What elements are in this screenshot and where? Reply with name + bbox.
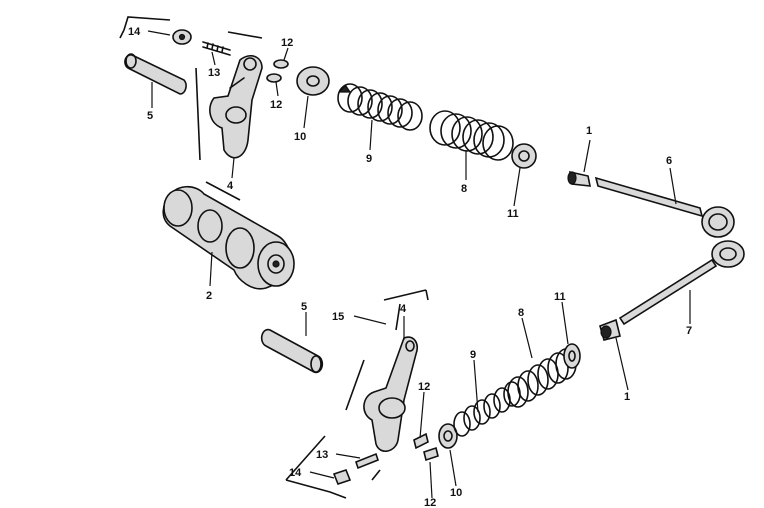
part-11-spring-seat-upper — [511, 143, 537, 169]
callout-5-lower: 5 — [301, 301, 307, 313]
callout-9-upper: 9 — [366, 153, 372, 165]
part-1-valve-seal-upper — [567, 170, 591, 187]
part-6-intake-valve — [594, 176, 735, 238]
callout-11-upper: 11 — [507, 208, 519, 220]
callout-1-lower: 1 — [624, 391, 630, 403]
part-12-valve-cotters-upper — [266, 59, 289, 83]
callout-7: 7 — [686, 325, 692, 337]
callout-12-lower-b: 12 — [424, 497, 436, 508]
part-12-valve-cotters-lower — [413, 432, 439, 462]
leader-lines — [147, 30, 691, 499]
callout-10-lower: 10 — [450, 487, 462, 499]
callout-14-upper: 14 — [128, 26, 141, 38]
callout-8-lower: 8 — [518, 307, 524, 319]
part-4-rocker-arm-lower — [363, 336, 419, 452]
callout-12-upper-b: 12 — [270, 99, 282, 111]
callout-5-upper: 5 — [147, 110, 153, 122]
part-8-outer-spring-upper — [429, 110, 514, 161]
part-2-camshaft — [162, 185, 295, 290]
callout-14-lower: 14 — [289, 467, 302, 479]
part-13-adjust-screw-lower — [355, 452, 379, 470]
part-9-inner-spring-upper — [337, 83, 423, 131]
part-14-adjust-nut-lower — [332, 469, 352, 485]
callout-4-upper: 4 — [227, 180, 234, 192]
lower-bracket — [285, 289, 429, 499]
part-5-rocker-shaft-lower — [260, 328, 324, 374]
callout-12-lower-a: 12 — [418, 381, 430, 393]
upper-bracket — [119, 16, 263, 201]
part-1-valve-seal-lower — [599, 318, 621, 341]
part-9-inner-spring-lower — [453, 381, 521, 437]
callout-15: 15 — [332, 311, 344, 323]
part-11-spring-seat-lower — [563, 343, 581, 369]
callout-11-lower: 11 — [554, 291, 566, 303]
callout-8-upper: 8 — [461, 183, 467, 195]
part-10-spring-retainer-upper — [296, 66, 330, 96]
callout-9-lower: 9 — [470, 349, 476, 361]
callout-12-upper-a: 12 — [281, 37, 293, 49]
callout-2: 2 — [206, 290, 212, 302]
part-10-spring-retainer-lower — [438, 423, 458, 449]
part-4-rocker-arm-upper — [209, 55, 263, 159]
part-14-adjust-nut-upper — [172, 29, 192, 45]
callout-4-lower: 4 — [400, 303, 407, 315]
callout-13-upper: 13 — [208, 67, 220, 79]
part-8-outer-spring-lower — [507, 348, 577, 408]
part-7-exhaust-valve — [618, 240, 745, 326]
callout-6: 6 — [666, 155, 672, 167]
part-5-rocker-shaft-upper — [124, 53, 187, 95]
part-13-adjust-screw-upper — [202, 41, 231, 56]
callout-13-lower: 13 — [316, 449, 328, 461]
callout-10-upper: 10 — [294, 131, 306, 143]
callout-1-upper: 1 — [586, 125, 592, 137]
